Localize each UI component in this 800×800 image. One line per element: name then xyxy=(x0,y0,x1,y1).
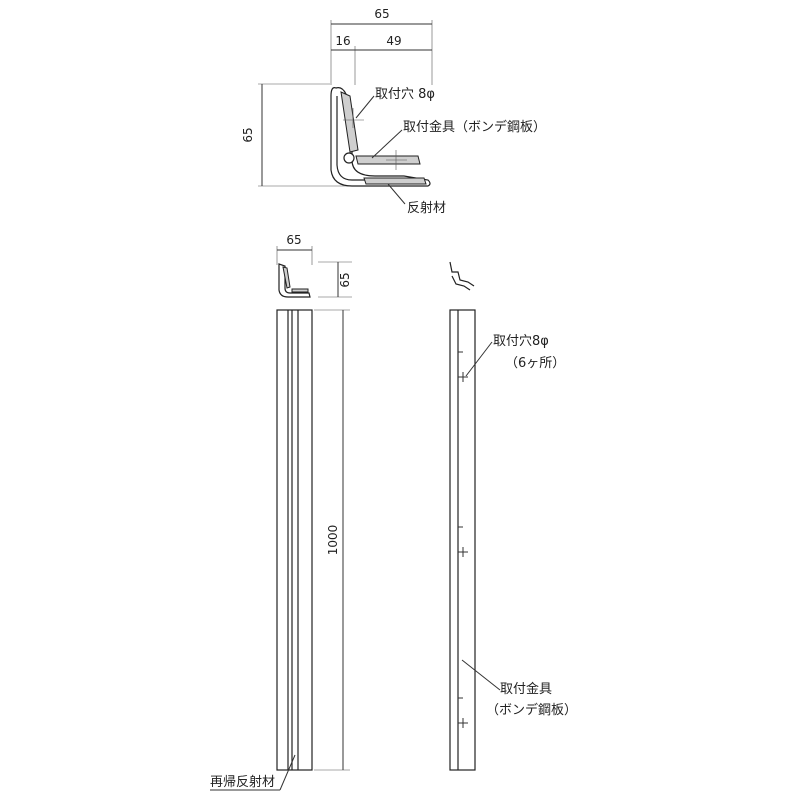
dim-right-label: 49 xyxy=(386,34,401,48)
reflector-strip xyxy=(363,177,427,185)
front-bar-outline xyxy=(276,309,313,771)
section-view: 65 16 49 65 取付穴 8φ 取付金具（ボンデ鋼板） 反射材 xyxy=(241,7,546,216)
leader-bracket xyxy=(461,659,501,691)
bracket-pivot-circle xyxy=(343,152,355,164)
dim-left-label: 16 xyxy=(335,34,350,48)
back-bar-outline xyxy=(449,309,476,771)
side-bracket-profile-inner xyxy=(451,275,471,291)
front-view: 65 65 1000 再帰反射材 xyxy=(210,233,352,791)
label-bracket: 取付金具 xyxy=(500,681,552,697)
label-hole-count: （6ヶ所） xyxy=(505,356,565,371)
back-view: 取付穴8φ （6ヶ所） 取付金具 （ボンデ鋼板） xyxy=(449,261,577,771)
dim-height-label: 65 xyxy=(241,127,255,142)
label-reflector: 反射材 xyxy=(407,200,446,216)
leader-hole xyxy=(465,341,493,377)
side-bracket-profile xyxy=(449,261,475,287)
label-bracket-material: （ボンデ鋼板） xyxy=(486,702,577,718)
bracket-plate-vertical xyxy=(340,91,359,153)
leader-bracket xyxy=(371,129,403,159)
label-bracket: 取付金具（ボンデ鋼板） xyxy=(403,119,546,135)
leader-reflector xyxy=(387,183,406,205)
dim-width-label: 65 xyxy=(374,7,389,21)
label-hole: 取付穴 8φ xyxy=(375,87,435,102)
leader-retroreflector xyxy=(279,754,296,791)
leader-hole xyxy=(355,95,375,119)
small-l-profile xyxy=(278,263,311,298)
dim-small-height-label: 65 xyxy=(338,272,352,287)
label-retroreflector: 再帰反射材 xyxy=(210,774,275,790)
l-profile-inner-line xyxy=(336,96,420,181)
mounting-hole-marks xyxy=(458,351,468,728)
dim-small-width-label: 65 xyxy=(286,233,301,247)
small-bracket-vertical xyxy=(282,266,291,289)
label-hole: 取付穴8φ xyxy=(493,334,549,349)
small-bracket-horizontal xyxy=(291,288,309,293)
dim-length-label: 1000 xyxy=(326,525,340,556)
